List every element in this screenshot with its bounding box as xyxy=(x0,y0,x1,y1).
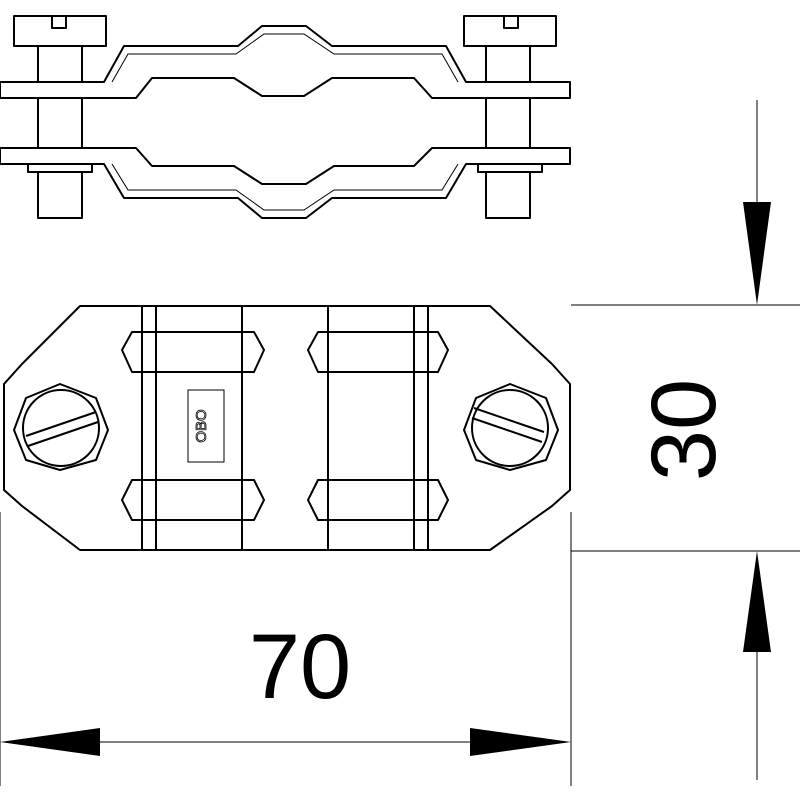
logo-text: OBO xyxy=(193,409,210,442)
height-label: 30 xyxy=(633,379,735,481)
saddle-lobe-lower-left xyxy=(121,479,265,521)
left-bolt-shaft xyxy=(37,97,83,149)
width-arrow-right xyxy=(470,728,571,756)
height-arrow-bottom xyxy=(743,551,771,652)
left-nut xyxy=(37,171,83,219)
right-bolt-shaft xyxy=(485,97,531,149)
top-view: OBO xyxy=(3,305,571,551)
width-arrow-left xyxy=(0,728,100,756)
right-nut xyxy=(485,171,531,219)
saddle-lobe-lower-right xyxy=(307,479,449,521)
lower-clamp-plate xyxy=(0,147,571,219)
width-dimension: 70 xyxy=(0,512,572,786)
upper-clamp-plate xyxy=(0,25,571,99)
clamp-body-outline xyxy=(3,305,571,551)
left-washer xyxy=(27,163,93,173)
right-screw-head xyxy=(463,15,557,83)
right-bolt-head xyxy=(463,383,559,471)
saddle-lobe-upper-left xyxy=(121,331,265,373)
obo-logo: OBO xyxy=(187,389,225,463)
height-dimension: 30 xyxy=(571,100,800,780)
saddle-lobe-upper-right xyxy=(307,331,449,373)
left-bolt-head xyxy=(13,383,109,471)
side-view xyxy=(0,15,571,219)
width-label: 70 xyxy=(249,616,351,718)
height-arrow-top xyxy=(743,202,771,305)
left-screw-head xyxy=(13,15,107,83)
right-washer xyxy=(477,163,543,173)
